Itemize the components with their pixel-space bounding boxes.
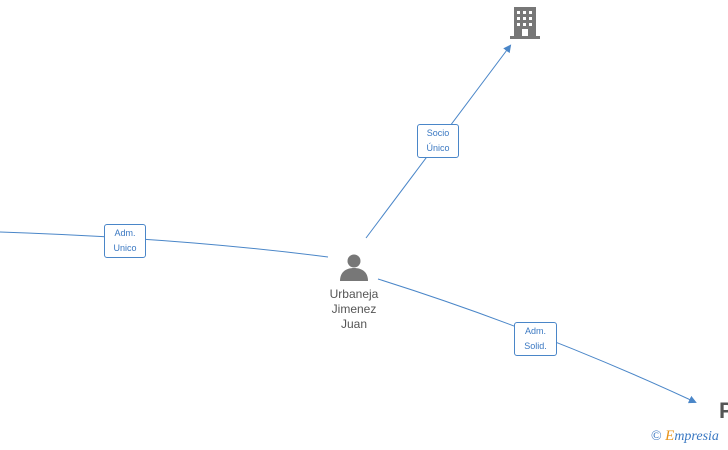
edge-label-top[interactable]: Socio Único — [417, 124, 459, 158]
edge-label-line: Unico — [113, 243, 137, 253]
copyright-symbol: © — [651, 429, 662, 444]
edge-label-line: Socio — [426, 128, 450, 138]
edge-label-left[interactable]: Adm. Unico — [104, 224, 146, 258]
building-icon[interactable] — [510, 7, 540, 39]
partial-node-label[interactable]: P — [719, 398, 728, 423]
person-icon[interactable] — [340, 254, 368, 282]
edge-label-line: Adm. — [114, 228, 136, 238]
person-name-label[interactable]: Urbaneja Jimenez Juan — [314, 287, 394, 332]
edge-left — [0, 231, 329, 258]
brand-logo-text: mpresia — [674, 429, 719, 444]
brand-logo-initial: E — [665, 428, 675, 444]
edge-label-line: Único — [426, 143, 450, 153]
person-name-line: Juan — [340, 317, 368, 331]
edge-label-line: Adm. — [524, 326, 546, 336]
brand-watermark: © Empresia — [651, 428, 719, 445]
edge-label-bottom-right[interactable]: Adm. Solid. — [514, 322, 557, 356]
person-name-line: Jimenez — [331, 302, 377, 316]
edge-label-line: Solid. — [524, 341, 547, 351]
person-name-line: Urbaneja — [329, 287, 379, 301]
